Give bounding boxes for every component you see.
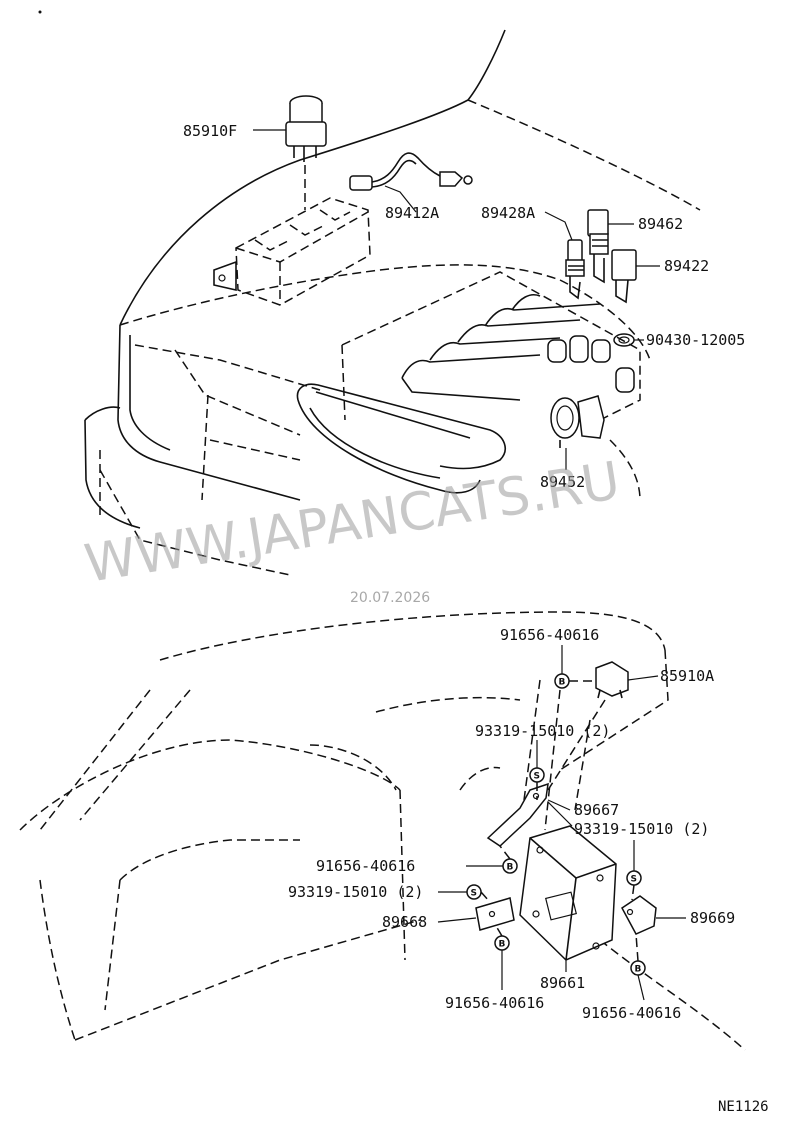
bolt-symbol-bottom-right: B [630, 960, 646, 976]
screw-symbol-a: S [529, 767, 545, 783]
bracket-89667 [486, 782, 549, 847]
label-90430-12005: 90430-12005 [646, 331, 745, 349]
svg-text:B: B [507, 863, 514, 873]
label-93319-15010-left: 93319-15010 (2) [288, 883, 423, 901]
label-93319-15010-b: 93319-15010 (2) [574, 820, 709, 838]
label-85910a: 85910A [660, 667, 714, 685]
label-89452: 89452 [540, 473, 585, 491]
switch-89422 [611, 249, 637, 304]
relay-85910a [595, 661, 629, 699]
screw-symbol-left: S [466, 884, 482, 900]
svg-text:S: S [631, 875, 637, 885]
watermark: WWW.JAPANCATS.RU [81, 451, 624, 595]
label-91656-40616-bottom-right: 91656-40616 [582, 1004, 681, 1022]
label-89412a: 89412A [385, 204, 439, 222]
relay-box [213, 165, 371, 306]
intake-manifold [296, 271, 641, 494]
upper-leader-lines [253, 129, 660, 470]
relay-85910f [285, 95, 327, 162]
sensor-89412a [349, 152, 473, 191]
bracket-89668 [475, 897, 515, 931]
engine-bay-outline [84, 29, 701, 576]
bolt-symbol-bottom-left: B [494, 935, 510, 951]
dashboard-outline [19, 611, 746, 1051]
bolt-symbol-left: B [502, 858, 518, 874]
label-89668: 89668 [382, 913, 427, 931]
figure-code: NE1126 [718, 1099, 769, 1115]
label-89661: 89661 [540, 974, 585, 992]
svg-text:S: S [534, 772, 540, 782]
label-89667: 89667 [574, 801, 619, 819]
label-91656-40616-left: 91656-40616 [316, 857, 415, 875]
lower-leader-lines [437, 645, 686, 1001]
sensor-89452 [550, 395, 605, 448]
label-89462: 89462 [638, 215, 683, 233]
gasket-90430 [613, 333, 635, 347]
label-91656-40616-top: 91656-40616 [500, 626, 599, 644]
label-91656-40616-bottom-left: 91656-40616 [445, 994, 544, 1012]
svg-text:S: S [471, 889, 477, 899]
bracket-89669 [621, 895, 657, 935]
label-93319-15010-a: 93319-15010 (2) [475, 722, 610, 740]
label-89669: 89669 [690, 909, 735, 927]
screw-symbol-right: S [626, 870, 642, 886]
label-85910f: 85910F [183, 122, 237, 140]
date-stamp: 20.07.2026 [350, 590, 430, 606]
ecu-89661 [519, 825, 617, 961]
svg-text:B: B [499, 940, 506, 950]
sensor-89428a [565, 239, 585, 300]
label-89428a: 89428A [481, 204, 535, 222]
svg-text:B: B [635, 965, 642, 975]
switch-89462 [587, 209, 609, 284]
bolt-symbol-top: B [554, 673, 570, 689]
corner-mark [38, 10, 42, 14]
label-89422: 89422 [664, 257, 709, 275]
svg-text:B: B [559, 678, 566, 688]
